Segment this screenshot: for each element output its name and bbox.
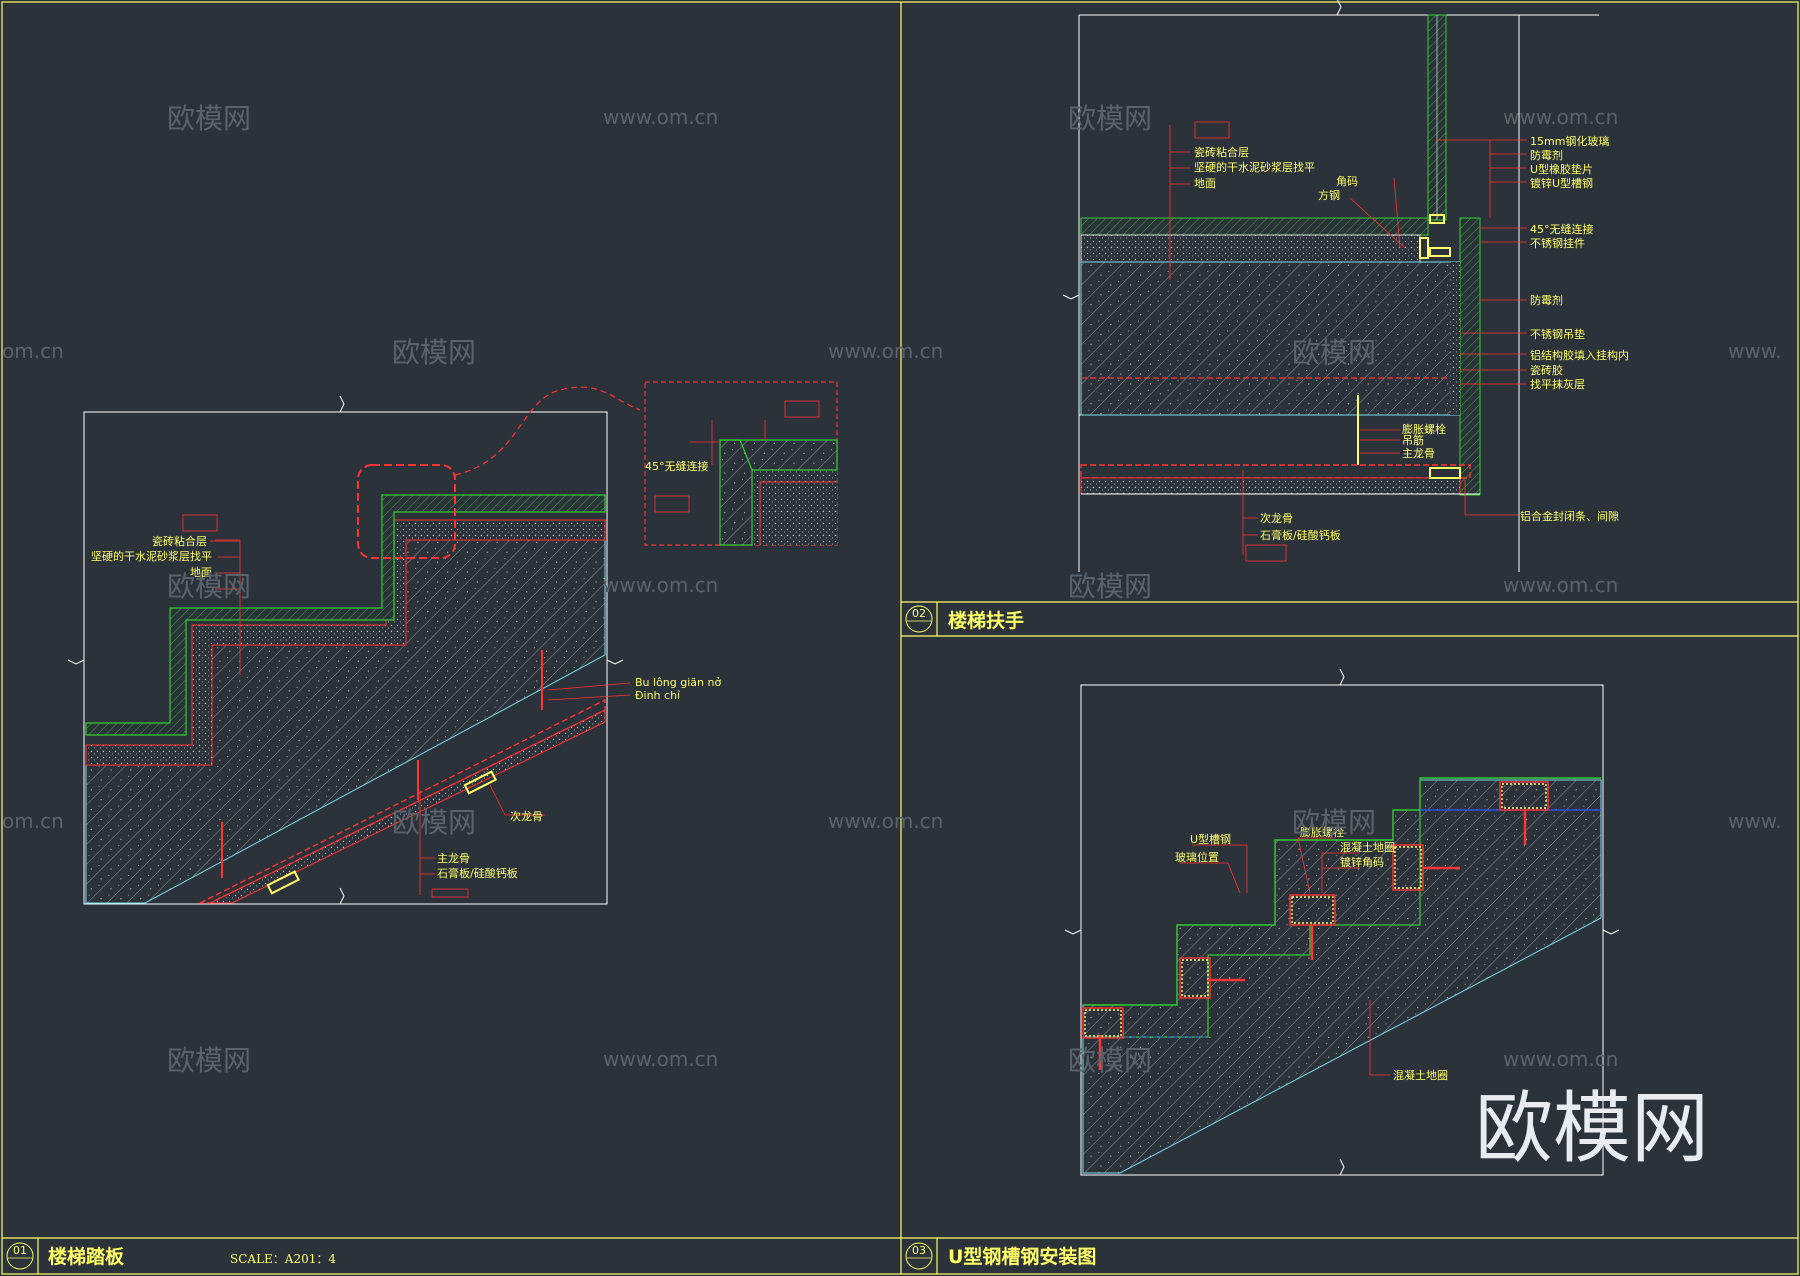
panel-title-01: 楼梯踏板: [48, 1245, 125, 1268]
label-glass-pos: 玻璃位置: [1175, 850, 1219, 864]
watermark-cn-6: 欧模网: [1068, 570, 1152, 603]
label-galv-angle: 镀锌角码: [1340, 855, 1384, 869]
label-nail-01: Đinh chỉ: [635, 689, 680, 702]
label-main-keel-02: 主龙骨: [1402, 447, 1435, 460]
label-exp-bolt-02: 膨胀螺栓: [1402, 422, 1446, 436]
watermark-url-cut-4: www.: [1728, 809, 1782, 833]
label-board-01: 石膏板/硅酸钙板: [437, 866, 518, 880]
label-bolt-01: Bu lông giãn nở: [635, 676, 721, 689]
label-tile-adhesive-01: 瓷砖粘合层: [152, 534, 207, 548]
label-ground-02: 地面: [1194, 177, 1216, 190]
label-sub-keel-01: 次龙骨: [510, 809, 543, 823]
watermark-url-cut-1: om.cn: [2, 339, 64, 363]
watermark-cn-5: 欧模网: [167, 570, 251, 603]
detail-03-u-steel: U型槽钢 玻璃位置 膨胀螺栓 混凝土地圈 镀锌角码 混凝土地圈: [1064, 668, 1620, 1176]
label-struct-glue: 铝结构胶填入挂构内: [1530, 348, 1629, 362]
label-exp-bolt-03: 膨胀螺栓: [1300, 825, 1344, 839]
label-alu-strip: 铝合金封闭条、间隙: [1520, 509, 1619, 523]
watermark-cn-1: 欧模网: [167, 102, 251, 135]
watermark-cn-4: 欧模网: [1292, 336, 1376, 369]
watermark-url-4: www.om.cn: [603, 573, 718, 597]
watermark-url-1: www.om.cn: [603, 105, 718, 129]
watermark-logo: 欧模网: [1475, 1084, 1709, 1174]
label-plaster: 找平抹灰层: [1530, 377, 1585, 391]
label-u-steel: 镀锌U型槽钢: [1530, 176, 1593, 190]
label-corner-code: 角码: [1336, 175, 1358, 188]
label-seam-01: 45°无缝连接: [645, 459, 709, 473]
label-sub-keel-02: 次龙骨: [1260, 511, 1293, 525]
label-u-steel-03: U型槽钢: [1190, 832, 1231, 846]
watermark-url-cut-2: www.: [1728, 339, 1782, 363]
watermark-cn-8: 欧模网: [1292, 806, 1376, 839]
watermark-url-5: www.om.cn: [1503, 573, 1618, 597]
label-ss-hanger: 不锈钢挂件: [1530, 236, 1585, 250]
watermark-url-cut-3: om.cn: [2, 809, 64, 833]
label-ground-01: 地面: [190, 566, 212, 579]
panel-number-02: 02: [912, 607, 926, 620]
label-glass: 15mm钢化玻璃: [1530, 134, 1609, 148]
panel-number-03: 03: [912, 1244, 926, 1257]
label-mortar-02: 坚硬的干水泥砂浆层找平: [1194, 160, 1315, 174]
label-u-rubber: U型橡胶垫片: [1530, 162, 1593, 176]
label-ss-pad: 不锈钢吊垫: [1530, 327, 1585, 341]
watermark-cn-10: 欧模网: [1068, 1044, 1152, 1077]
watermark-layer: 欧模网 www.om.cn 欧模网 www.om.cn om.cn 欧模网 ww…: [2, 102, 1782, 1174]
watermark-cn-7: 欧模网: [392, 806, 476, 839]
watermark-cn-2: 欧模网: [1068, 102, 1152, 135]
label-seam-02: 45°无缝连接: [1530, 222, 1594, 236]
label-main-keel-01: 主龙骨: [437, 852, 470, 865]
label-tile-adhesive-02: 瓷砖粘合层: [1194, 145, 1249, 159]
label-hanger-bar: 吊筋: [1402, 433, 1424, 447]
label-anti-mold-2: 防霉剂: [1530, 293, 1563, 307]
watermark-url-3: www.om.cn: [828, 339, 943, 363]
title-block-03: 03 U型钢槽钢安装图: [905, 1242, 1096, 1270]
label-concrete-fill: 混凝土地圈: [1340, 840, 1395, 854]
watermark-url-2: www.om.cn: [1503, 105, 1618, 129]
title-block-01: 01 楼梯踏板 SCALE：A201：4: [6, 1242, 336, 1270]
panel-title-02: 楼梯扶手: [948, 609, 1024, 632]
watermark-cn-3: 欧模网: [392, 336, 476, 369]
detail-01-stair-tread: 瓷砖粘合层 坚硬的干水泥砂浆层找平 地面 Bu lông giãn nở Đin…: [67, 381, 838, 905]
title-block-02: 02 楼梯扶手: [905, 605, 1024, 633]
label-tile-glue: 瓷砖胶: [1530, 363, 1563, 377]
label-mortar-01: 坚硬的干水泥砂浆层找平: [91, 549, 212, 563]
panel-number-01: 01: [13, 1244, 27, 1257]
label-square-steel: 方钢: [1318, 188, 1340, 202]
detail-02-handrail: 瓷砖粘合层 坚硬的干水泥砂浆层找平 地面 角码 方钢 15mm钢化玻璃 防霉剂 …: [1062, 0, 1629, 572]
watermark-cn-9: 欧模网: [167, 1044, 251, 1077]
label-anti-mold: 防霉剂: [1530, 148, 1563, 162]
watermark-url-6: www.om.cn: [828, 809, 943, 833]
panel-scale-01: SCALE：A201：4: [230, 1252, 336, 1266]
label-board-02: 石膏板/硅酸钙板: [1260, 528, 1341, 542]
watermark-url-7: www.om.cn: [603, 1047, 718, 1071]
watermark-url-8: www.om.cn: [1503, 1047, 1618, 1071]
label-concrete: 混凝土地圈: [1393, 1068, 1448, 1082]
panel-title-03: U型钢槽钢安装图: [948, 1245, 1096, 1268]
